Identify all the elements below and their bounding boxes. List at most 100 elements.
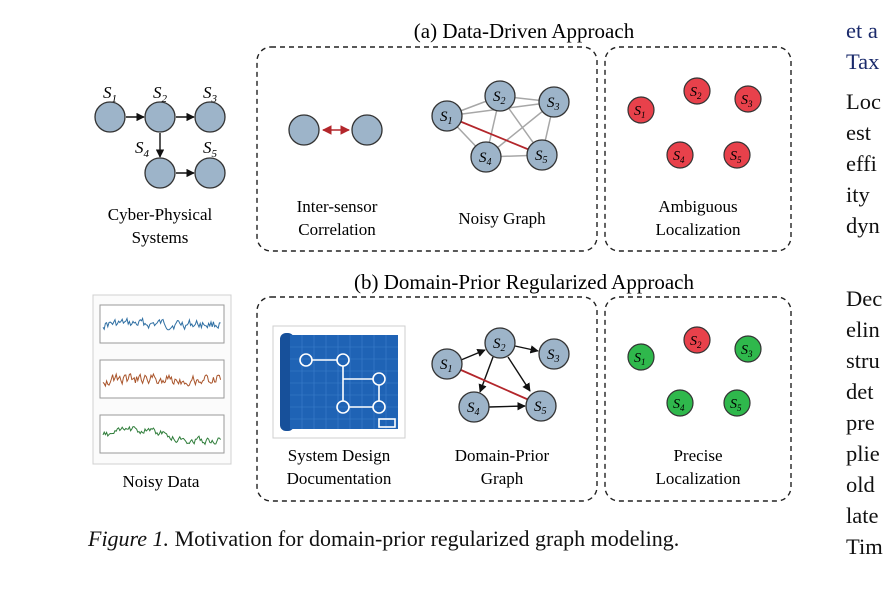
dp-edge-2-5 — [507, 356, 531, 392]
noisy-node-2 — [484, 80, 516, 112]
ambiguous-caption-line2: Localization — [656, 220, 741, 239]
noisy-graph: S1 S2 S3 S4 S5 — [431, 80, 570, 173]
dp-node-4 — [458, 391, 490, 423]
dp-label-1: S1 — [440, 357, 453, 375]
precise-label-5: S5 — [730, 397, 742, 413]
ambiguous-node-1 — [627, 96, 655, 124]
precise-node-5 — [723, 389, 751, 417]
sysdoc-caption-line1: System Design — [288, 446, 391, 465]
dp-node-3 — [538, 338, 570, 370]
dp-node-1 — [431, 348, 463, 380]
cps-caption-line2: Systems — [132, 228, 189, 247]
side-line: Loc — [846, 89, 881, 114]
title-b: (b) Domain-Prior Regularized Approach — [354, 270, 694, 294]
precise-label-4: S4 — [673, 397, 685, 413]
sysdoc-caption-line2: Documentation — [287, 469, 392, 488]
blueprint-flow — [299, 353, 396, 428]
domain-prior-graph: S1 S2 S3 S4 S5 — [431, 327, 570, 423]
ambiguous-nodes: S1 S2 S3 S4 S5 — [627, 77, 762, 169]
blueprint-icon — [272, 325, 406, 439]
precise-nodes: S1 S2 S3 S4 S5 — [627, 326, 762, 417]
ambiguous-caption-line1: Ambiguous — [658, 197, 737, 216]
title-a: (a) Data-Driven Approach — [414, 19, 635, 43]
dp-label-4: S4 — [467, 400, 480, 418]
figure-caption: Figure 1. Motivation for domain-prior re… — [88, 526, 808, 552]
side-line: et a — [846, 18, 878, 43]
series-line-green — [102, 425, 221, 446]
blueprint-sheet — [290, 335, 398, 429]
dp-edge-4-5 — [488, 402, 526, 411]
series-line-blue — [102, 316, 221, 331]
ambiguous-label-1: S1 — [634, 104, 646, 120]
cps-label-4: S4 — [135, 138, 150, 160]
dp-caption-line2: Graph — [481, 469, 524, 488]
side-line: est — [846, 120, 871, 145]
series-line-brown — [102, 372, 222, 388]
precise-label-2: S2 — [690, 334, 702, 350]
cps-node-5 — [194, 157, 226, 189]
noisy-label-4: S4 — [479, 150, 492, 168]
side-line: dyn — [846, 213, 880, 238]
noisy-node-3 — [538, 86, 570, 118]
ambiguous-label-4: S4 — [673, 149, 685, 165]
side-line: elin — [846, 317, 880, 342]
figure-caption-text: Motivation for domain-prior regularized … — [169, 526, 680, 551]
dp-label-5: S5 — [534, 399, 547, 417]
side-line: Tax — [846, 49, 880, 74]
inter-caption-line2: Correlation — [298, 220, 376, 239]
cps-caption-line1: Cyber-Physical — [108, 205, 213, 224]
ambiguous-label-3: S3 — [741, 93, 753, 109]
noisy-edge-1-5-red — [446, 115, 543, 156]
side-line: Dec — [846, 286, 883, 311]
precise-node-2 — [683, 326, 711, 354]
panel-b-graph — [256, 296, 598, 502]
cps-label-3: S3 — [203, 83, 218, 105]
precise-caption-line1: Precise — [673, 446, 722, 465]
ambiguous-node-4 — [666, 141, 694, 169]
ambiguous-node-2 — [683, 77, 711, 105]
side-line: plie — [846, 441, 880, 466]
noisy-label-1: S1 — [440, 109, 453, 127]
ambiguous-node-5 — [723, 141, 751, 169]
dp-edge-2-3 — [514, 345, 539, 354]
cps-node-3 — [194, 101, 226, 133]
precise-node-1 — [627, 343, 655, 371]
side-line: ity — [846, 182, 870, 207]
series-box-blue — [99, 304, 225, 344]
precise-label-3: S3 — [741, 343, 753, 359]
side-line: old — [846, 472, 875, 497]
side-line: pre — [846, 410, 875, 435]
dp-edge-1-5-red — [460, 369, 530, 401]
side-line: stru — [846, 348, 880, 373]
cps-node-2 — [144, 101, 176, 133]
noisy-data-panel — [92, 294, 232, 465]
noisy-node-4 — [470, 141, 502, 173]
noisy-graph-nodes — [431, 80, 570, 173]
noisy-label-3: S3 — [547, 95, 560, 113]
cps-node-4 — [144, 157, 176, 189]
panel-a-graph — [256, 46, 598, 252]
precise-node-4 — [666, 389, 694, 417]
ambiguous-label-5: S5 — [730, 149, 742, 165]
noisy-graph-caption: Noisy Graph — [458, 209, 546, 228]
inter-caption-line1: Inter-sensor — [297, 197, 378, 216]
figure-caption-label: Figure 1. — [88, 526, 170, 551]
dp-caption-line1: Domain-Prior — [455, 446, 550, 465]
dp-edge-1-2 — [460, 349, 486, 361]
dp-label-3: S3 — [547, 347, 560, 365]
dp-label-2: S2 — [493, 336, 506, 354]
dp-edge-2-4 — [478, 356, 494, 393]
noisy-node-5 — [526, 139, 558, 171]
noisy-label-2: S2 — [493, 89, 506, 107]
noisy-data-caption: Noisy Data — [123, 472, 200, 491]
cps-graph: S1 S2 S3 S4 S5 — [94, 83, 226, 189]
cps-label-1: S1 — [103, 83, 117, 105]
side-line: late — [846, 503, 879, 528]
inter-sensor-pair — [288, 114, 383, 146]
noisy-node-1 — [431, 100, 463, 132]
noisy-label-5: S5 — [535, 148, 548, 166]
inter-sensor-node-b — [351, 114, 383, 146]
precise-node-3 — [734, 335, 762, 363]
side-line: effi — [846, 151, 877, 176]
